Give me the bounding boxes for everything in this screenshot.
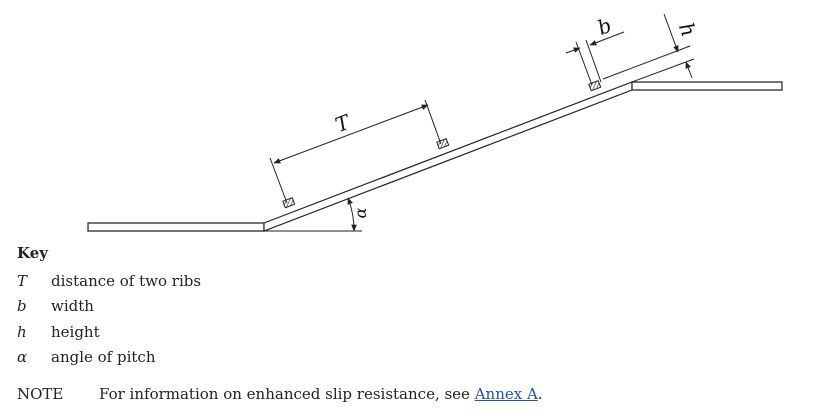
h-dimension-line-upper [663,13,679,53]
T-extension-line-left [269,157,288,204]
key-symbol: h [17,323,27,341]
key-description: height [51,323,100,341]
key-description: angle of pitch [51,348,156,366]
key-item-h: h height [17,321,100,343]
rib-1 [282,197,296,209]
T-extension-line-right [424,99,442,145]
lower-landing-plate [87,222,265,232]
annex-a-link[interactable]: Annex A [474,385,538,403]
b-dimension-line-left-arrow [565,47,581,54]
alpha-label: α [351,207,370,218]
key-item-b: b width [17,295,94,317]
key-description: distance of two ribs [51,272,202,290]
T-label: T [332,109,355,137]
key-description: width [51,297,94,315]
note: NOTE For information on enhanced slip res… [17,383,543,405]
b-label: b [594,13,615,40]
note-text-end: . [537,385,543,403]
sloped-ramp-plate [263,81,633,232]
b-dimension-line-right-arrow [589,31,625,46]
key-symbol: b [17,297,27,315]
upper-landing-plate [631,81,783,91]
key-symbol: T [17,272,28,290]
rib-2 [436,138,450,150]
b-extension-line-right [585,39,602,83]
h-extension-line-bottom [631,58,695,83]
T-dimension-line [273,104,429,164]
key-title: Key [17,244,48,262]
ramp-ribs-diagram: T b h α [87,13,783,232]
note-text: For information on enhanced slip resista… [99,385,475,403]
note-label: NOTE [17,385,64,403]
key-symbol: α [17,348,28,366]
h-dimension-line-lower [685,61,693,79]
alpha-arc [347,197,357,232]
key-item-alpha: α angle of pitch [17,346,156,368]
h-label: h [674,19,701,40]
h-extension-line-top [602,45,691,80]
